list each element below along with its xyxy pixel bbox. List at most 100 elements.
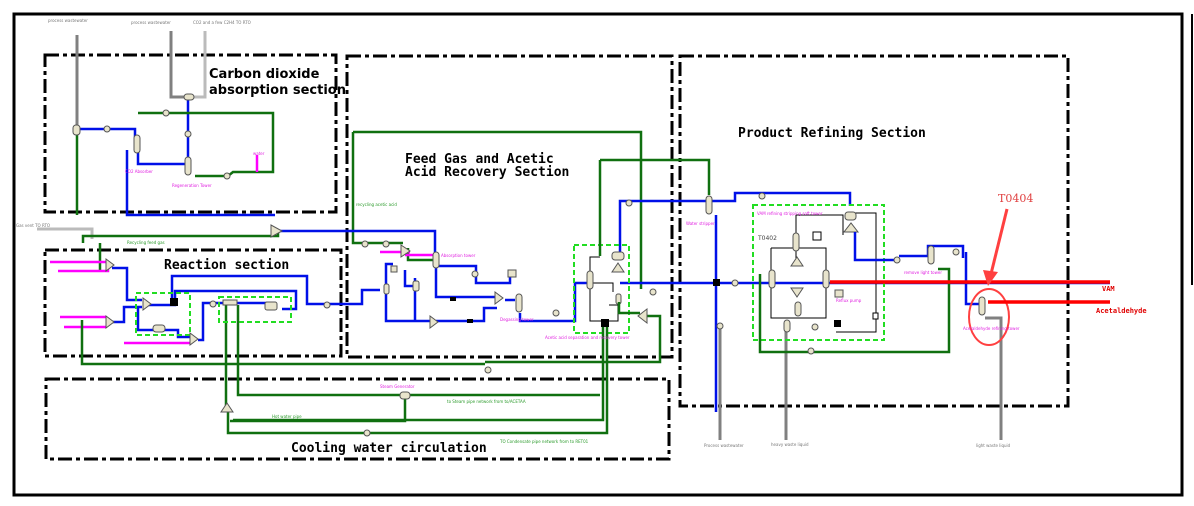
valve-icon [184,130,192,138]
label-co2-absorber: CO2 Absorber [125,169,153,174]
annotation-t0404: T0404 [998,192,1033,205]
heater-icon [637,307,648,325]
co2-section-box [43,53,338,214]
rx-to-feed [330,288,380,306]
label-vam: VAM [1102,285,1115,293]
label-acetaldehyde: Acetaldehyde [1096,307,1147,315]
water-stripper-icon [705,195,713,215]
pump-icon [893,256,901,264]
subsystem-box [218,296,292,323]
controller-icon [812,231,822,241]
mixer-icon [189,332,199,346]
cooling-tower-icon [220,402,234,413]
co2-blue-down [125,150,275,217]
splitter-icon [183,93,195,101]
heater-icon [494,291,504,305]
pump-icon [952,248,960,256]
reboiler-icon [790,287,804,298]
mixer-icon [105,315,115,329]
refining-green [758,267,951,354]
compressor-icon [390,265,398,273]
compressor-icon [507,269,517,278]
section-title-reaction: Reaction section [164,258,289,273]
heat-exchanger-icon [222,299,238,306]
refining-blue-2 [853,232,895,262]
label-steam-pipe: to Steam pipe network from to/ACETAA [447,399,526,404]
label-hot-water: Hot water pipe [272,414,302,419]
to-remove-heavy [899,244,965,258]
t0404-highlight-circle [968,288,1010,346]
stream-recycling-feed-gas [81,232,280,243]
vam-refining-box [752,204,885,341]
drum-icon [611,251,625,261]
stream-co2-vent [188,31,207,99]
mixer-icon [72,124,81,136]
valve-icon [716,322,724,330]
label-acetaldehyde-refining: Acetaldehyde refining tower [963,326,1020,331]
rx-green-v2 [236,305,405,397]
junction-icon [713,279,720,286]
separator-icon [783,319,791,333]
refining-section: T0402 VAM refining stripping soft tower … [686,191,1020,448]
valve-icon [450,297,456,301]
feed-green-top [353,130,643,289]
pump-icon [552,309,560,317]
reaction-section [50,258,485,412]
label-t0402: T0402 [757,235,777,242]
valve-icon [103,125,111,133]
acetic-green-down2 [226,327,609,435]
label-reflux-pump: Reflux pump [836,298,862,303]
mixer-icon [105,258,115,272]
label-gas-vent: Gas vent TO RTO [16,223,50,228]
section-title-feed-line1: Feed Gas and Acetic [405,152,554,167]
label-recycling-acetic-acid: recycling acetic acid [356,202,397,207]
thin-line [589,283,619,322]
annotation-arrowhead [983,270,998,286]
feed-blue-1 [347,229,437,258]
label-water: water [253,151,265,156]
refining-section-box [678,54,1070,408]
valve-icon [361,240,369,248]
pump-icon [649,288,657,296]
waste-light-liquid [985,316,1003,440]
feed-gas-section-box [345,54,674,359]
separator-icon [383,283,390,295]
feed-blue-3 [434,266,497,299]
subsystem-box [573,244,630,334]
label-process-wastewater-2: process wastewater [131,20,171,25]
feed-blue-2 [436,264,512,285]
to-t0404 [964,252,980,306]
feed-green-left [351,132,403,245]
regeneration-tower-icon [184,156,192,176]
acetic-acid-tower-icon [586,270,594,290]
reflux-pump-icon [834,289,844,298]
label-light-waste: light waste liquid [976,443,1011,448]
reactor-icon [170,298,178,306]
reaction-green-bottom [80,320,485,366]
label-co2-vent: CO2 and a few C2H4 TO RTO [193,20,251,25]
label-absorption-tower: Absorption tower [441,253,476,258]
pump-icon [807,347,815,355]
valve-icon [162,109,170,117]
label-regeneration-tower: Regeneration Tower [172,183,212,188]
feed-blue-7 [436,306,497,323]
cooling-section-box [44,377,671,461]
label-process-wastewater-bottom: Process wastewater [704,443,744,448]
label-degassing-tower: Degassing tower [500,317,534,322]
mixer-icon [142,297,152,311]
valve-icon [382,240,390,248]
acetic-green-down1 [233,327,605,422]
degassing-tower-icon [515,293,523,313]
label-vam-refining: VAM refining stripping soft tower [757,211,823,216]
heater-icon [270,224,284,238]
outer-frame [12,12,1184,497]
label-recycling-feed-gas: Recycling feed gas [127,240,165,245]
heater-icon [429,315,439,329]
co2-green-loop [138,111,275,178]
heat-exchanger-icon [152,324,166,333]
label-process-wastewater-top: process wastewater [48,18,88,23]
reboiler-icon [601,319,609,327]
cooling-section: Steam Generator to Steam pipe network fr… [220,366,600,444]
pump-icon [731,279,739,287]
